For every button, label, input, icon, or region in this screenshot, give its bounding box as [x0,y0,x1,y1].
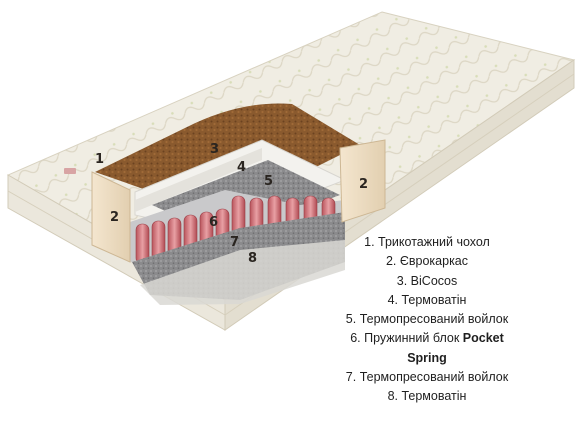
legend-item: 7. Термопресований войлок [322,368,532,387]
legend-item: 6. Пружинний блок Pocket [322,329,532,348]
callout-numbers: 1 2 2 3 4 5 6 7 8 [95,142,368,266]
brand-tag-icon [64,168,76,174]
legend-text: BiCocos [410,273,458,288]
callout-4: 4 [237,160,246,175]
legend-item: 4. Термоватін [322,291,532,310]
legend-item: 3. BiCocos [322,272,532,291]
callout-3: 3 [210,142,219,157]
callout-6: 6 [209,215,218,230]
legend-item: 8. Термоватін [322,387,532,406]
legend-number: 2. [385,254,400,269]
legend-text: Пружинний блок [364,331,460,346]
legend-text: Єврокаркас [399,254,469,269]
callout-7: 7 [230,235,239,250]
legend-number: 8. [387,389,402,404]
legend-text: Термоватін [401,389,467,404]
legend-bold-text: Spring [407,350,447,365]
callout-2-left: 2 [110,210,119,225]
legend-number: 6. [350,331,365,346]
legend-number: 7. [345,370,360,385]
legend-item: Spring [322,349,532,368]
legend-number: 4. [387,292,402,307]
callout-8: 8 [248,251,257,266]
legend-text: Трикотажний чохол [378,235,490,249]
bottom-wadding-layer [140,240,345,305]
legend-text: Термоватін [401,292,467,307]
euroframe-left [91,171,131,263]
legend-number: 1. [364,235,379,249]
callout-1: 1 [95,152,104,167]
legend-bold-text: Pocket [459,331,504,346]
legend-item: 5. Термопресований войлок [322,310,532,329]
legend-text: Термопресований войлок [359,312,509,327]
callout-2-right: 2 [359,177,368,192]
legend-number: 3. [396,273,411,288]
pocket-spring-block [135,195,336,265]
legend-number: 5. [345,312,360,327]
legend-item: 1. Трикотажний чохол [322,233,532,252]
cutaway-layers [91,103,386,305]
legend-text: Термопресований войлок [359,370,509,385]
callout-5: 5 [264,174,273,189]
legend-item: 2. Єврокаркас [322,252,532,271]
euroframe-right [339,139,386,223]
